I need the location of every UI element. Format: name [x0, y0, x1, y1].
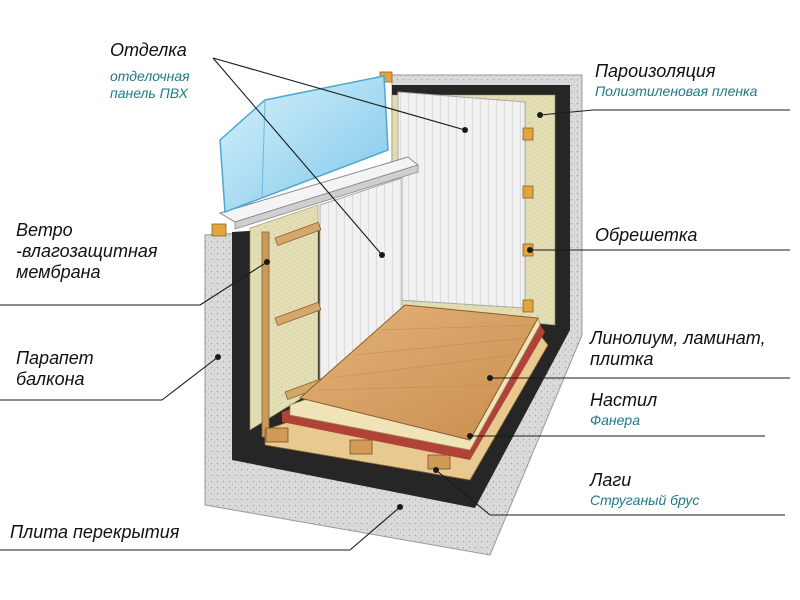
label-nastil: Настил [590, 390, 658, 410]
joist-blocks [265, 427, 451, 470]
label-otdelka-sub1: отделочная [110, 68, 190, 84]
label-paroizolyaciya-sub: Полиэтиленовая пленка [595, 83, 758, 99]
leader-lines [0, 57, 790, 551]
label-lagi-sub: Струганый брус [590, 492, 700, 508]
label-nastil-sub: Фанера [590, 412, 640, 428]
battens-left [261, 221, 326, 438]
label-lagi: Лаги [590, 470, 632, 490]
label-linoleum-1: Линолиум, ламинат, [590, 328, 766, 348]
label-membrane-3: мембрана [16, 262, 101, 282]
label-otdelka-sub2: панель ПВХ [110, 85, 189, 101]
leader-dots [215, 112, 543, 510]
window-frame-line [261, 99, 266, 199]
window-sill-edge [234, 164, 419, 230]
label-parapet-2: балкона [16, 369, 85, 389]
label-linoleum-2: плитка [590, 349, 654, 369]
label-membrane-2: -влагозащитная [16, 241, 158, 261]
pvc-back-wall [397, 91, 526, 309]
label-plita: Плита перекрытия [10, 522, 180, 542]
label-paroizolyaciya: Пароизоляция [595, 61, 716, 81]
window-glass [219, 75, 389, 214]
label-parapet-1: Парапет [16, 348, 94, 368]
label-obreshetka: Обрешетка [595, 225, 698, 245]
label-otdelka: Отделка [110, 40, 187, 60]
label-membrane-1: Ветро [16, 220, 73, 240]
floor-planks [317, 324, 533, 391]
floor-finish [298, 304, 539, 441]
